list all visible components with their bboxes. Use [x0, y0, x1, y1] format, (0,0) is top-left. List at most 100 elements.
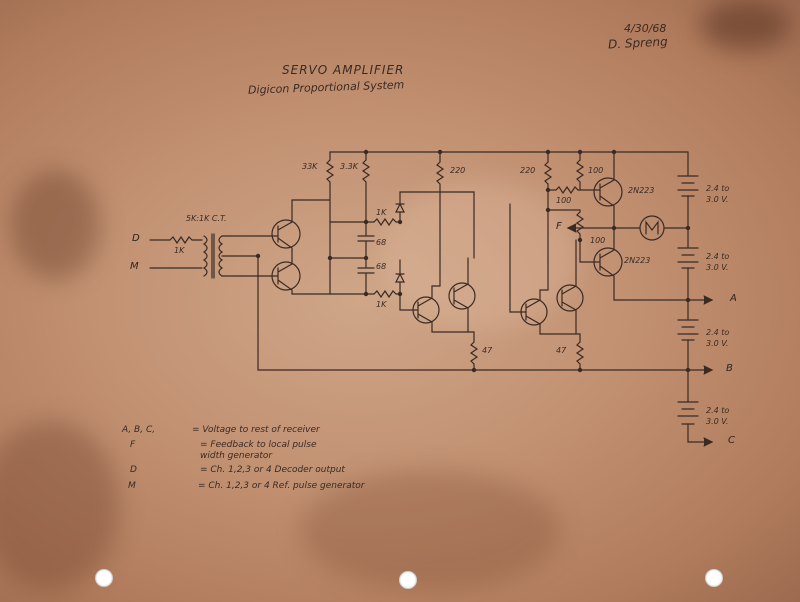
label-bat4-a: 2.4 to — [706, 406, 730, 415]
cap-68a — [357, 221, 375, 259]
label-r1k-bot: 1K — [376, 300, 387, 309]
terminal-b: B — [726, 363, 733, 374]
legend-row-f-cont: width generator — [130, 451, 272, 461]
r47-left — [469, 331, 479, 371]
label-bat2-a: 2.4 to — [706, 252, 730, 261]
drawing-date: 4/30/68 — [624, 22, 667, 35]
q1-leads — [261, 199, 293, 259]
legend-row-abc: A, B, C, = Voltage to rest of receiver — [122, 425, 320, 435]
secondary-leads — [221, 235, 263, 277]
label-bat1-a: 2.4 to — [706, 184, 730, 193]
diagram-title: SERVO AMPLIFIER — [282, 63, 405, 77]
r47-right — [575, 333, 585, 371]
r1k-top — [365, 217, 401, 227]
battery-2 — [677, 247, 699, 269]
label-r220b: 220 — [520, 166, 536, 175]
motor — [639, 215, 665, 241]
label-r47b: 47 — [556, 346, 567, 355]
cap-68b — [357, 257, 375, 295]
legend-row-f: F = Feedback to local pulse — [130, 440, 317, 450]
label-bat3-a: 2.4 to — [706, 328, 730, 337]
battery-1 — [677, 175, 699, 197]
q8-leads — [579, 227, 615, 301]
binder-hole — [95, 569, 113, 587]
paper-stain — [0, 420, 120, 590]
label-r1k-top: 1K — [376, 208, 387, 217]
label-bat4-b: 3.0 V. — [706, 417, 729, 426]
r33-right — [361, 151, 371, 223]
r100-right — [547, 209, 585, 241]
bus-b-arrow — [703, 365, 714, 375]
label-r100-mid: 100 — [556, 196, 572, 205]
paper-stain — [700, 0, 790, 50]
battery-4 — [677, 401, 699, 425]
label-r33b: 3.3K — [340, 162, 358, 171]
label-r100-right: 100 — [590, 236, 606, 245]
r220-right — [543, 151, 553, 291]
junction-dots — [255, 149, 691, 373]
paper-stain — [300, 470, 560, 590]
legend-value: width generator — [200, 451, 273, 461]
q2-leads — [261, 257, 293, 295]
q3-q4-leads — [399, 257, 475, 333]
label-r-in: 1K — [174, 246, 185, 255]
r220-left — [435, 151, 445, 287]
battery-column — [687, 151, 713, 443]
label-r47a: 47 — [482, 346, 493, 355]
transistor-q6 — [556, 284, 584, 312]
q5-q6-leads — [509, 203, 581, 335]
legend-value: = Ch. 1,2,3 or 4 Decoder output — [200, 465, 345, 475]
legend-key: F — [130, 440, 136, 450]
q7-leads — [599, 151, 615, 229]
binder-hole — [399, 571, 417, 589]
label-r220a: 220 — [450, 166, 466, 175]
legend-row-m: M = Ch. 1,2,3 or 4 Ref. pulse generator — [128, 481, 365, 491]
paper-stain — [10, 170, 100, 280]
legend-key: A, B, C, — [122, 425, 156, 435]
r100-mid — [547, 185, 601, 195]
terminal-a: A — [730, 293, 737, 304]
transistor-q1 — [271, 219, 301, 249]
legend-row-d: D = Ch. 1,2,3 or 4 Decoder output — [130, 465, 345, 475]
transformer-secondary — [218, 235, 224, 277]
transistor-q7 — [593, 177, 623, 207]
legend-key: D — [130, 465, 137, 475]
label-q-top: 2N223 — [628, 186, 655, 195]
binder-hole — [705, 569, 723, 587]
q-collectors — [291, 199, 331, 295]
transistor-q4 — [448, 282, 476, 310]
cap-links — [329, 221, 367, 295]
transformer-core — [211, 233, 215, 279]
label-q-bot: 2N223 — [624, 256, 651, 265]
terminal-d: D — [132, 233, 140, 244]
r100-top — [575, 151, 585, 191]
legend-value: = Voltage to rest of receiver — [192, 425, 320, 435]
diode-top — [395, 191, 475, 259]
legend-value: = Feedback to local pulse — [200, 440, 317, 450]
feedback-f-arrow — [566, 223, 577, 233]
label-r100-top: 100 — [588, 166, 604, 175]
label-r33a: 33K — [302, 162, 318, 171]
terminal-m: M — [130, 261, 139, 272]
resistor-in — [169, 235, 193, 245]
output-a-arrow — [703, 295, 714, 305]
legend-value: = Ch. 1,2,3 or 4 Ref. pulse generator — [198, 481, 365, 491]
label-transformer: 5K:1K C.T. — [186, 214, 227, 223]
label-bat3-b: 3.0 V. — [706, 339, 729, 348]
label-c68a: 68 — [376, 238, 387, 247]
r1k-bot — [365, 289, 401, 299]
terminal-f: F — [556, 221, 562, 232]
battery-3 — [677, 319, 699, 341]
output-c-arrow — [703, 437, 714, 447]
terminal-c: C — [728, 435, 735, 446]
label-bat1-b: 3.0 V. — [706, 195, 729, 204]
legend-key: M — [128, 481, 136, 491]
diode-bot — [395, 259, 405, 295]
label-bat2-b: 3.0 V. — [706, 263, 729, 272]
motor-m — [645, 220, 659, 235]
bus-b — [257, 254, 711, 371]
paper-stain — [380, 180, 580, 330]
label-c68b: 68 — [376, 262, 387, 271]
